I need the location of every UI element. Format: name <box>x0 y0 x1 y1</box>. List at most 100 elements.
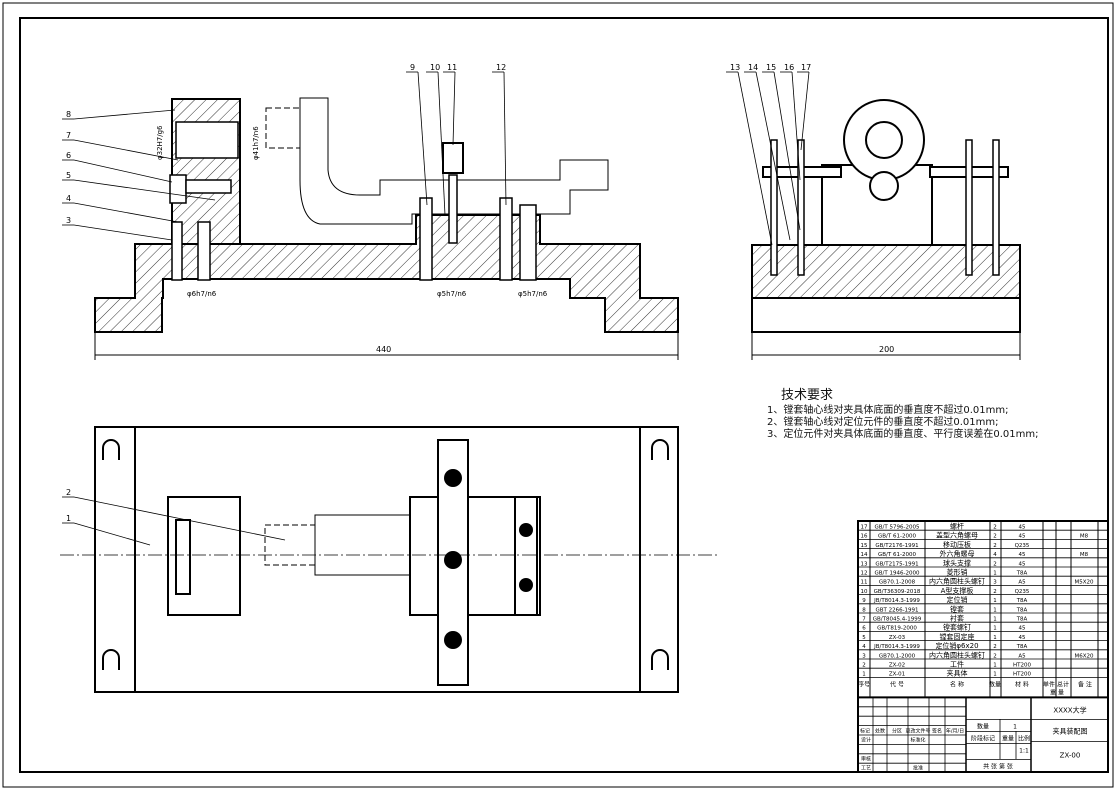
bom-cell: HT200 <box>1013 672 1031 678</box>
rev-label-4: 签名 <box>932 727 942 734</box>
bom-cell: GB/T2175-1991 <box>875 561 918 567</box>
bom-cell: 定位销 <box>947 595 968 604</box>
workpiece-outline <box>299 97 609 225</box>
designer-label: 设计 <box>861 736 871 743</box>
bom-cell: GB70.1-2000 <box>879 653 916 659</box>
bom-cell: 12 <box>861 571 868 577</box>
bom-cell: 螺杆 <box>950 522 964 531</box>
workpiece-bore-phantom <box>265 107 301 149</box>
bom-cell: 7 <box>862 617 866 623</box>
tech-item-3: 3、定位元件对夹具体底面的垂直度、平行度误差在0.01mm; <box>767 429 1039 440</box>
fit-phi5-a: φ5h7/n6 <box>437 290 467 298</box>
scale-label: 比例 <box>1018 734 1030 742</box>
stage-label: 阶段标记 <box>971 734 995 742</box>
bom-cell: Q235 <box>1015 589 1030 595</box>
standard-label: 标准化 <box>910 736 925 743</box>
bom-cell: GB/T 61-2000 <box>878 552 916 558</box>
bom-header-qty: 数量 <box>989 680 1001 688</box>
bom-cell: 1 <box>993 598 997 604</box>
bom-cell: 1 <box>993 617 997 623</box>
bom-cell: A型支撑板 <box>941 586 974 595</box>
tech-item-1: 1、镗套轴心线对夹具体底面的垂直度不超过0.01mm; <box>767 405 1009 416</box>
callout-16: 16 <box>784 63 794 72</box>
clamp-screw <box>448 174 458 244</box>
bom-cell: 2 <box>993 543 997 549</box>
bom-cell: GB/T2176-1991 <box>875 543 918 549</box>
bom-cell: HT200 <box>1013 663 1031 669</box>
bom-cell: 10 <box>861 589 868 595</box>
bom-cell: 2 <box>993 644 997 650</box>
socket-screw-left <box>197 221 211 281</box>
bom-cell: ZX-01 <box>889 672 905 678</box>
callout-2: 2 <box>66 488 71 497</box>
bom-cell: 4 <box>862 644 866 650</box>
bom-cell: GB/T 1946-2000 <box>875 571 920 577</box>
bom-cell: JB/T8014.3-1999 <box>873 598 920 604</box>
callout-11: 11 <box>447 63 457 72</box>
callout-8: 8 <box>66 110 71 119</box>
bush-screw-head <box>169 174 187 204</box>
bom-cell: 2 <box>862 663 866 669</box>
bom-cell: T8A <box>1016 607 1028 613</box>
bom-cell: M8 <box>1080 534 1089 540</box>
dim-440: 440 <box>376 345 391 354</box>
bom-cell: GB/T819-2000 <box>877 626 917 632</box>
bom-cell: 45 <box>1019 635 1026 641</box>
diamond-pin <box>499 197 513 281</box>
scale-value: 1:1 <box>1019 747 1029 754</box>
boring-bush-bore <box>175 121 239 159</box>
callout-12: 12 <box>496 63 506 72</box>
bom-cell: 13 <box>861 561 868 567</box>
bom-cell: 2 <box>993 561 997 567</box>
bom-cell: 3 <box>862 653 866 659</box>
bom-cell: 内六角圆柱头螺钉 <box>929 577 985 586</box>
bom-cell: 6 <box>862 626 866 632</box>
fit-phi5-b: φ5h7/n6 <box>518 290 548 298</box>
technical-requirements: 技术要求 1、镗套轴心线对夹具体底面的垂直度不超过0.01mm; 2、镗套轴心线… <box>767 389 1039 441</box>
bom-cell: 1 <box>993 571 997 577</box>
side-view: 200 <box>751 99 1021 360</box>
bom-cell: 9 <box>862 598 866 604</box>
bom-cell: GBT 2266-1991 <box>875 607 918 613</box>
side-body-section <box>751 244 1021 299</box>
bom-cell: M8 <box>1080 552 1089 558</box>
bom-cell: 盖型六角螺母 <box>936 531 978 540</box>
bom-cell: 2 <box>993 525 997 531</box>
bom-cell: GB70.1-2008 <box>879 580 916 586</box>
bom-cell: 45 <box>1019 561 1026 567</box>
bom-cell: 17 <box>861 525 868 531</box>
bom-cell: 1 <box>862 672 866 678</box>
fit-phi32: φ32H7/g6 <box>156 125 164 160</box>
bom-header-weight: 重 量 <box>1050 688 1064 696</box>
callout-5: 5 <box>66 171 71 180</box>
bom-cell: 移动压板 <box>943 540 971 549</box>
callout-4: 4 <box>66 194 71 203</box>
bom-cell: 内六角圆柱头螺钉 <box>929 650 985 659</box>
bom-cell: 16 <box>861 534 868 540</box>
drawing-name: 夹具装配图 <box>1053 726 1088 735</box>
clamp-nut <box>442 142 464 174</box>
bom-header-material: 材 料 <box>1015 680 1029 688</box>
top-view <box>60 426 720 693</box>
dowel-pin <box>171 221 183 281</box>
socket-screw <box>519 204 537 281</box>
drawing-frame <box>19 17 1109 773</box>
bom-header-no: 序号 <box>858 680 870 688</box>
callout-6: 6 <box>66 151 71 160</box>
bom-cell: A5 <box>1018 653 1026 659</box>
callout-3: 3 <box>66 216 71 225</box>
bom-header-code: 代 号 <box>890 680 904 688</box>
bom-cell: ZX-02 <box>889 663 905 669</box>
bom-cell: M6X20 <box>1074 653 1094 659</box>
